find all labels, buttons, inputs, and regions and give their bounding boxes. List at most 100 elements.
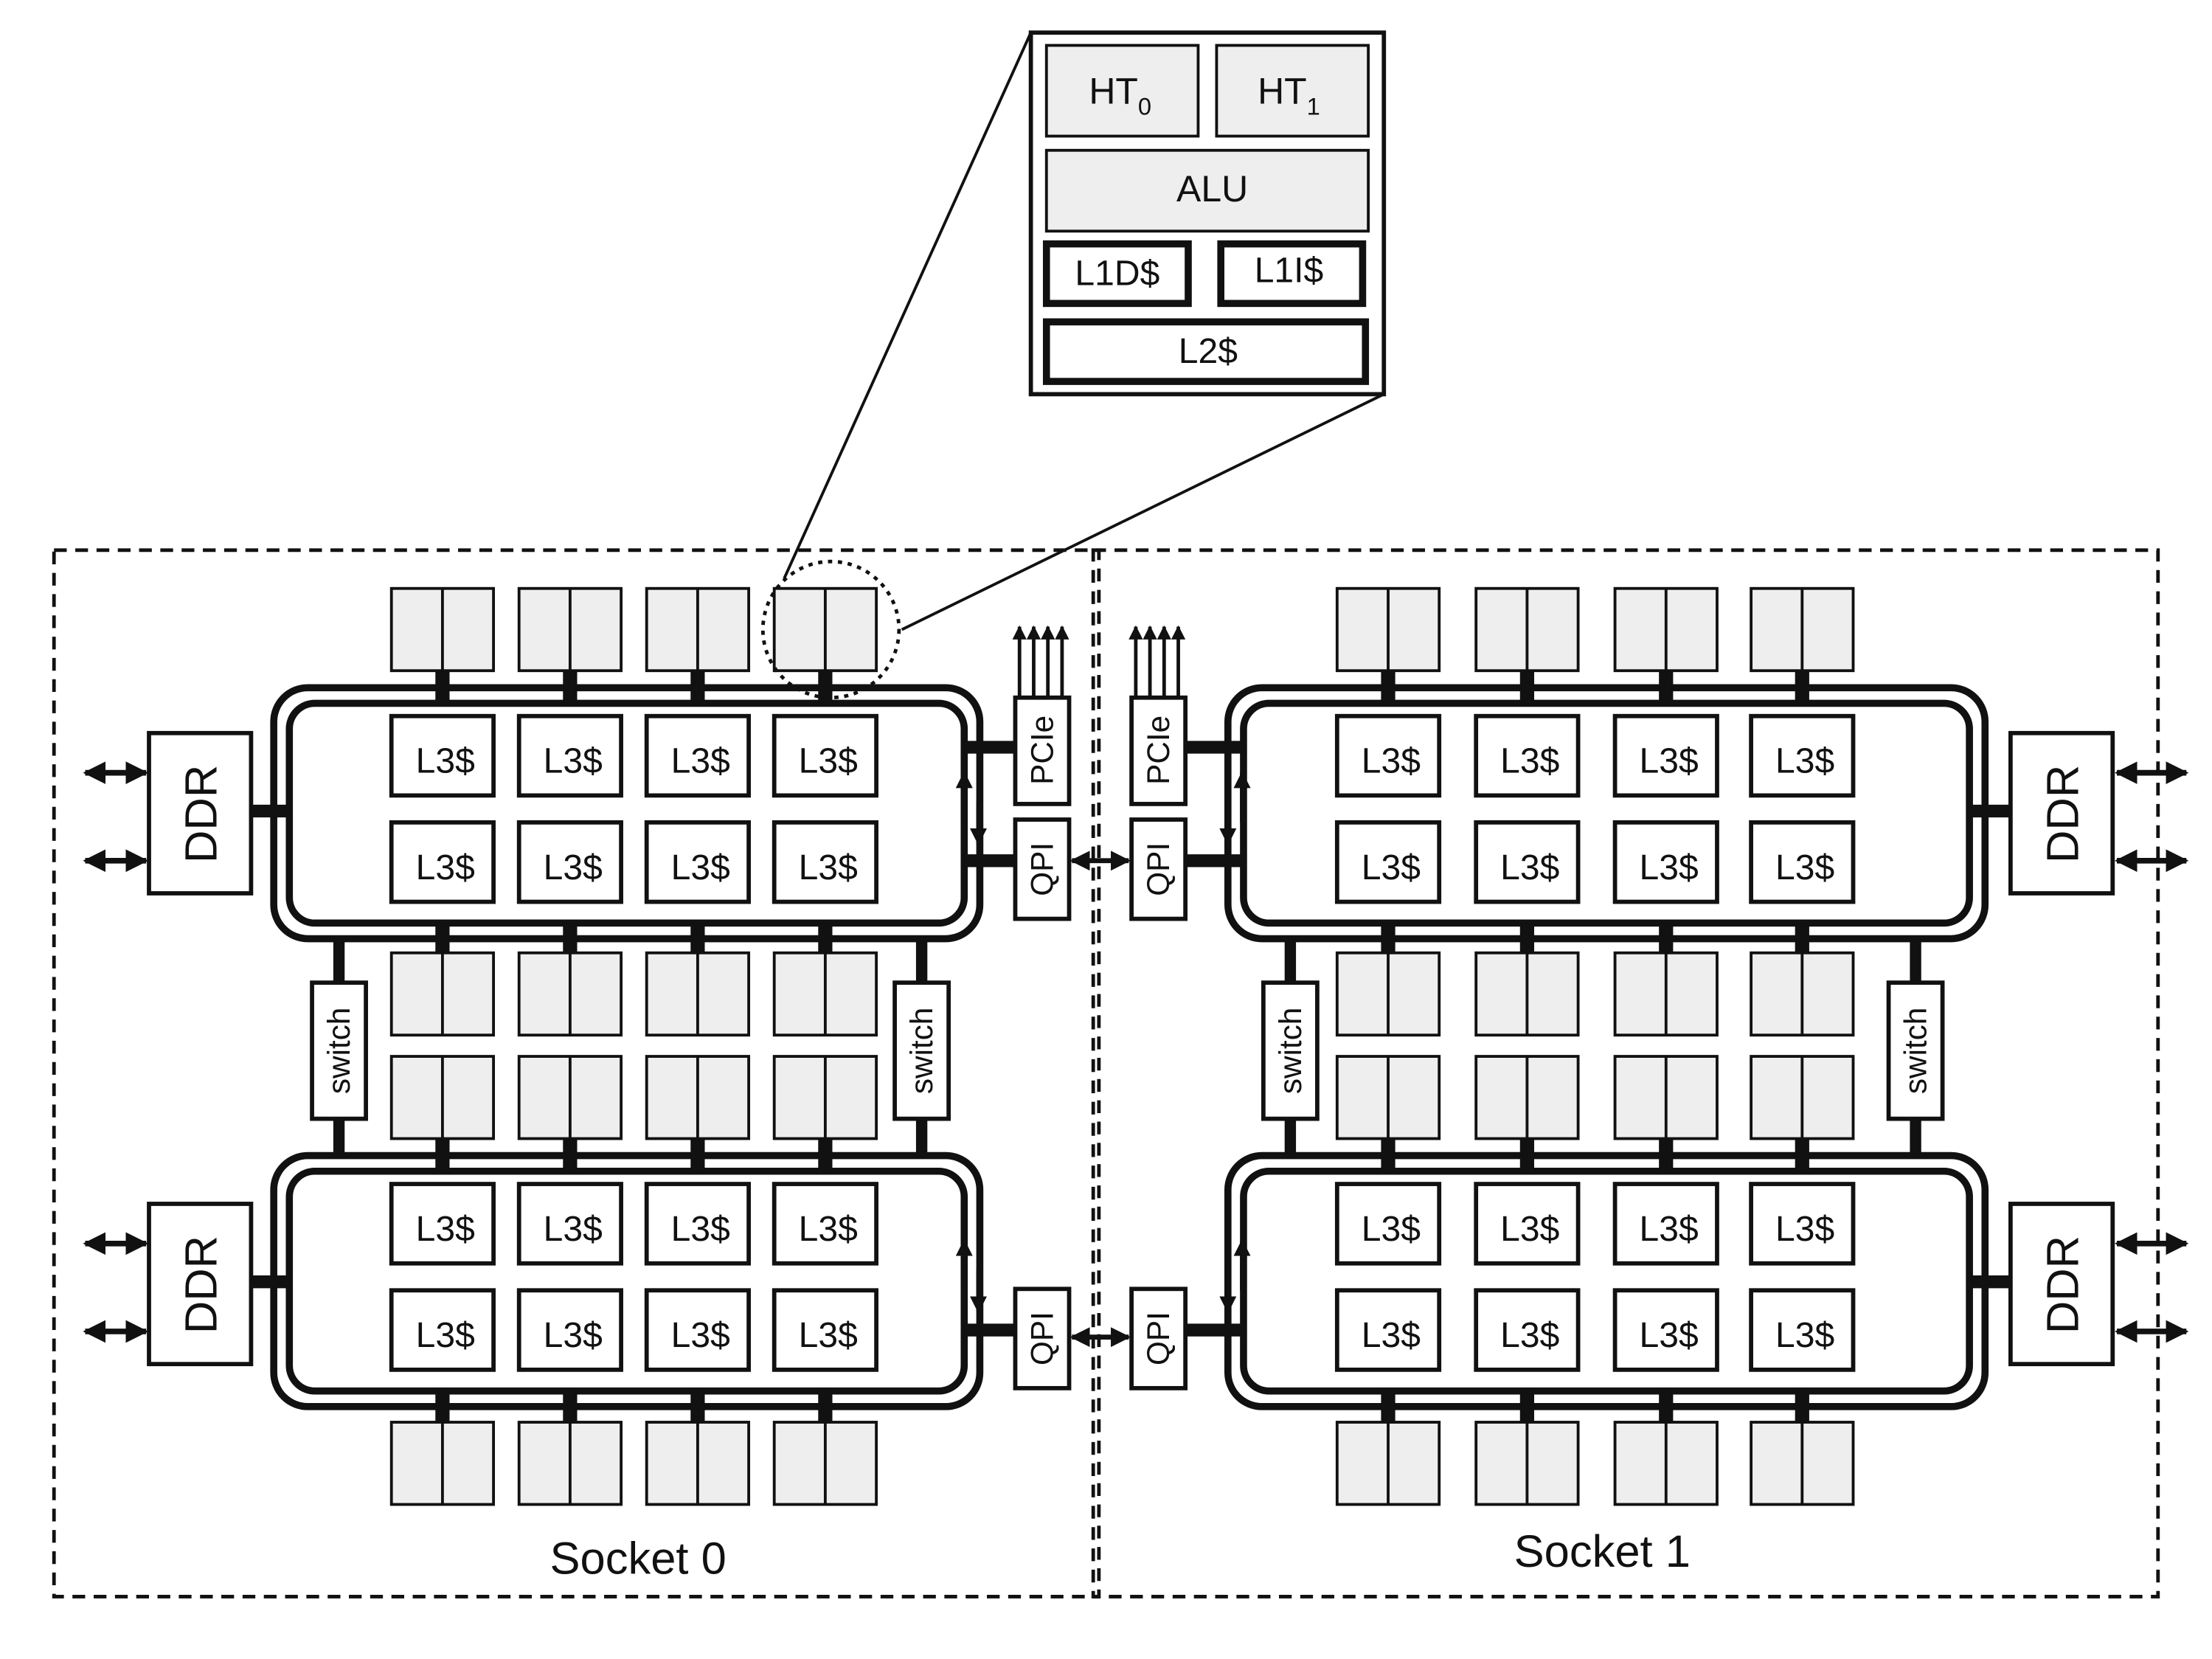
ddr-label-lower: DDR xyxy=(176,1236,227,1334)
l3-upper-a-0 xyxy=(1334,713,1442,798)
l3-upper-b-3 xyxy=(772,820,878,904)
l3-lower-b-2-label: L3$ xyxy=(1640,1316,1699,1355)
alu-box xyxy=(1044,148,1370,233)
l3-lower-b-0-label: L3$ xyxy=(1362,1316,1421,1355)
l3-upper-b-2 xyxy=(644,820,751,904)
l3-lower-b-3 xyxy=(772,1288,878,1372)
qpi-box-lower xyxy=(1013,1286,1072,1390)
l1d-box xyxy=(1042,240,1192,308)
l3-upper-b-1 xyxy=(516,820,623,904)
switch-label-0: switch xyxy=(1273,1008,1308,1094)
socket-1-label: Socket 1 xyxy=(1514,1526,1691,1577)
zoom-line-right xyxy=(901,392,1385,631)
core-zoom-detail: HT0 HT1 ALU L1D$ L1I$ L2$ xyxy=(783,30,1387,631)
l1d-label: L1D$ xyxy=(1075,254,1159,293)
l3-upper-b-0 xyxy=(1334,820,1442,904)
l3-lower-a-2-label: L3$ xyxy=(671,1210,730,1249)
socket-0-outline xyxy=(52,548,1101,1599)
pcie-box xyxy=(1013,695,1072,806)
l3-upper-b-3 xyxy=(1749,820,1856,904)
l3-upper-b-0-label: L3$ xyxy=(1362,848,1421,887)
l3-lower-a-2 xyxy=(1612,1182,1719,1266)
alu-label: ALU xyxy=(1176,168,1248,209)
l3-upper-a-1 xyxy=(1474,713,1581,798)
switch-label-1: switch xyxy=(904,1008,939,1094)
ddr-label-lower: DDR xyxy=(2038,1236,2089,1334)
ddr-label-upper: DDR xyxy=(2038,765,2089,863)
l3-lower-b-3-label: L3$ xyxy=(1775,1316,1834,1355)
ddr-box-lower xyxy=(147,1202,254,1367)
l3-upper-a-1-label: L3$ xyxy=(544,742,603,781)
ht0-label: HT0 xyxy=(1089,70,1151,120)
l3-upper-b-1 xyxy=(1474,820,1581,904)
switch-box-0 xyxy=(310,980,368,1121)
l2-label: L2$ xyxy=(1179,332,1238,371)
l3-lower-a-3 xyxy=(772,1182,878,1266)
ddr-box-upper xyxy=(147,730,254,896)
l3-lower-a-3-label: L3$ xyxy=(799,1210,858,1249)
l3-lower-b-3 xyxy=(1749,1288,1856,1372)
ht1-box xyxy=(1215,44,1370,138)
l3-lower-b-1 xyxy=(1474,1288,1581,1372)
l3-upper-a-3-label: L3$ xyxy=(1775,742,1834,781)
zoom-focus-circle xyxy=(760,559,901,700)
l3-upper-a-0-label: L3$ xyxy=(416,742,475,781)
l1i-label: L1I$ xyxy=(1255,252,1324,291)
ddr-box-lower xyxy=(2008,1202,2115,1367)
switch-box-1 xyxy=(892,980,951,1121)
l3-upper-b-3-label: L3$ xyxy=(799,848,858,887)
qpi-box-upper xyxy=(1129,817,1188,921)
l3-lower-b-0 xyxy=(1334,1288,1442,1372)
l3-lower-a-3-label: L3$ xyxy=(1775,1210,1834,1249)
qpi-label-lower: QPI xyxy=(1025,1312,1060,1365)
l3-lower-a-3 xyxy=(1749,1182,1856,1266)
l3-upper-a-2-label: L3$ xyxy=(671,742,730,781)
socket-0-label: Socket 0 xyxy=(550,1534,727,1584)
l3-lower-a-2-label: L3$ xyxy=(1640,1210,1699,1249)
l3-upper-a-2-label: L3$ xyxy=(1640,742,1699,781)
l3-lower-b-3-label: L3$ xyxy=(799,1316,858,1355)
l3-upper-b-2 xyxy=(1612,820,1719,904)
zoom-line-left xyxy=(783,32,1033,580)
l3-upper-a-2 xyxy=(644,713,751,798)
pcie-label: PCIe xyxy=(1141,716,1176,785)
socket-1-outline xyxy=(1091,548,2160,1599)
ddr-label-upper: DDR xyxy=(176,765,227,863)
l3-upper-a-3 xyxy=(1749,713,1856,798)
l3-lower-b-1-label: L3$ xyxy=(544,1316,603,1355)
l3-lower-a-1-label: L3$ xyxy=(1500,1210,1559,1249)
l3-lower-a-1 xyxy=(1474,1182,1581,1266)
l3-upper-a-1-label: L3$ xyxy=(1500,742,1559,781)
l3-upper-a-3 xyxy=(772,713,878,798)
qpi-label-upper: QPI xyxy=(1141,842,1176,896)
pcie-label: PCIe xyxy=(1025,716,1060,785)
l3-lower-b-0 xyxy=(389,1288,496,1372)
l3-lower-a-0-label: L3$ xyxy=(416,1210,475,1249)
l3-lower-a-1 xyxy=(516,1182,623,1266)
pcie-box xyxy=(1129,695,1188,806)
ddr-box-upper xyxy=(2008,730,2115,896)
l3-lower-a-2 xyxy=(644,1182,751,1266)
l3-lower-b-0-label: L3$ xyxy=(416,1316,475,1355)
switch-box-1 xyxy=(1886,980,1945,1121)
l3-upper-b-2-label: L3$ xyxy=(1640,848,1699,887)
l3-upper-b-3-label: L3$ xyxy=(1775,848,1834,887)
switch-box-0 xyxy=(1261,980,1320,1121)
qpi-label-lower: QPI xyxy=(1141,1312,1176,1365)
l3-upper-b-1-label: L3$ xyxy=(544,848,603,887)
qpi-label-upper: QPI xyxy=(1025,842,1060,896)
l3-upper-b-0 xyxy=(389,820,496,904)
l1i-box xyxy=(1217,240,1367,308)
l3-lower-a-0 xyxy=(1334,1182,1442,1266)
l3-upper-a-3-label: L3$ xyxy=(799,742,858,781)
l3-lower-b-1-label: L3$ xyxy=(1500,1316,1559,1355)
l3-upper-a-0 xyxy=(389,713,496,798)
l3-upper-b-1-label: L3$ xyxy=(1500,848,1559,887)
ht1-label: HT1 xyxy=(1258,70,1320,120)
ht0-box xyxy=(1044,44,1200,138)
switch-label-1: switch xyxy=(1899,1008,1933,1094)
l3-lower-a-0-label: L3$ xyxy=(1362,1210,1421,1249)
